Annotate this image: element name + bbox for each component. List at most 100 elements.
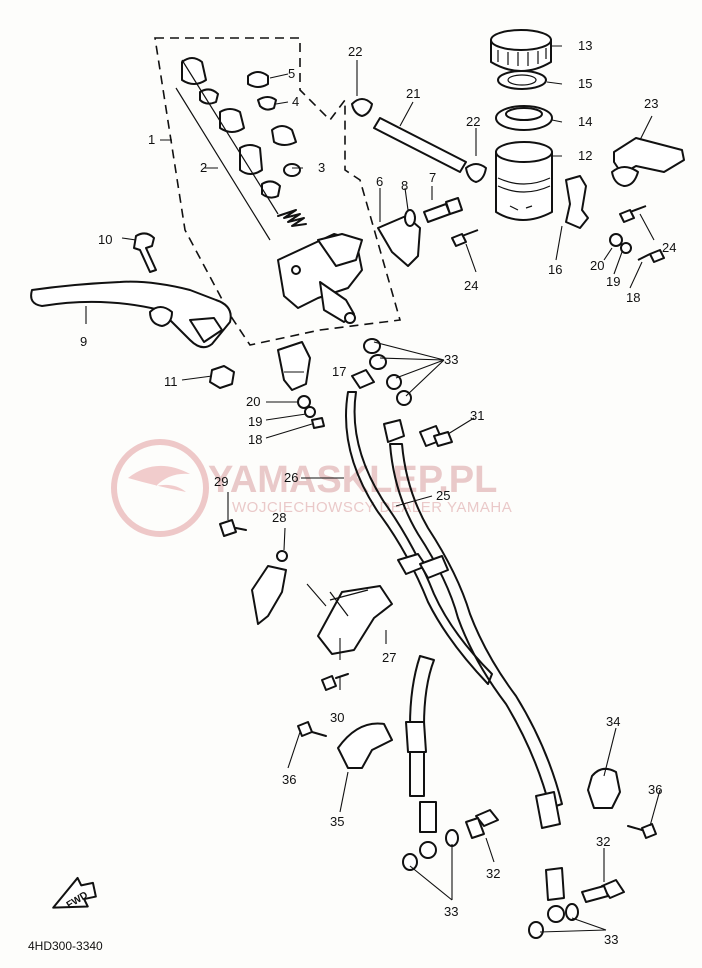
callout-36-right: 36 — [648, 782, 662, 797]
callout-5: 5 — [288, 66, 295, 81]
callout-2: 2 — [200, 160, 207, 175]
union-bolt-32-right — [581, 879, 625, 903]
pivot-nut — [209, 365, 235, 389]
bolt-36-right — [627, 823, 657, 839]
hose-holder-27 — [317, 585, 393, 655]
callout-33-top: 33 — [444, 352, 458, 367]
bracket-23 — [611, 137, 685, 187]
callout-15: 15 — [578, 76, 592, 91]
piston-kit — [175, 57, 307, 241]
washer-19-right — [620, 242, 632, 254]
hose-clip-lower — [465, 163, 487, 183]
fitting-kit — [271, 125, 301, 177]
callout-4: 4 — [292, 94, 299, 109]
bolt-29 — [219, 519, 247, 537]
watermark: YAMASKLEP.PL WOJCIECHOWSCY DEALER YAMAHA — [111, 439, 512, 537]
hose-holder-35 — [337, 722, 393, 769]
bracket-16 — [565, 175, 589, 229]
callout-31: 31 — [470, 408, 484, 423]
diagram-code: 4HD300-3340 — [28, 939, 103, 953]
washers-33-lower-left — [402, 829, 459, 871]
brake-hose-26 — [345, 369, 493, 859]
callout-16: 16 — [548, 262, 562, 277]
reservoir-hose — [373, 117, 467, 173]
callout-8: 8 — [401, 178, 408, 193]
callout-18-left: 18 — [248, 432, 262, 447]
washers-33-lower-right — [528, 903, 579, 939]
callout-32-left: 32 — [486, 866, 500, 881]
washers-33-top — [363, 338, 412, 406]
reservoir-plate — [497, 70, 547, 90]
callout-35: 35 — [330, 814, 344, 829]
callout-36-left: 36 — [282, 772, 296, 787]
callout-6: 6 — [376, 174, 383, 189]
callout-23: 23 — [644, 96, 658, 111]
callout-10: 10 — [98, 232, 112, 247]
callout-33-lower-left: 33 — [444, 904, 458, 919]
bolt-36-left — [297, 721, 327, 737]
reservoir-cap — [490, 29, 552, 72]
screw-18-left — [311, 417, 325, 429]
callout-34: 34 — [606, 714, 620, 729]
watermark-title: YAMASKLEP.PL — [208, 459, 497, 501]
callout-14: 14 — [578, 114, 592, 129]
holder-bolt — [423, 197, 463, 223]
callout-22-upper: 22 — [348, 44, 362, 59]
screw-24-right — [619, 205, 647, 223]
holder-washer — [404, 209, 416, 227]
reservoir-tank — [495, 141, 553, 221]
callout-12: 12 — [578, 148, 592, 163]
callout-19-right: 19 — [606, 274, 620, 289]
circlip-4 — [257, 96, 277, 111]
callout-9: 9 — [80, 334, 87, 349]
callout-21: 21 — [406, 86, 420, 101]
reservoir-diaphragm — [495, 105, 553, 131]
callout-20-right: 20 — [590, 258, 604, 273]
callout-18-right: 18 — [626, 290, 640, 305]
callout-30: 30 — [330, 710, 344, 725]
leader-lines — [85, 45, 661, 933]
hose-holder-34 — [587, 767, 621, 809]
screw-24-left — [451, 229, 479, 247]
callout-11: 11 — [164, 374, 178, 389]
callout-1: 1 — [148, 132, 155, 147]
callout-28: 28 — [272, 510, 286, 525]
callout-13: 13 — [578, 38, 592, 53]
washer-20-right — [609, 233, 623, 247]
callout-27: 27 — [382, 650, 396, 665]
hose-holder-28 — [251, 550, 288, 625]
assembly-boundary — [154, 37, 402, 346]
callout-3: 3 — [318, 160, 325, 175]
callout-24-left: 24 — [464, 278, 478, 293]
boot-5 — [247, 71, 269, 88]
watermark-logo-ring — [111, 439, 209, 537]
callout-32-right: 32 — [596, 834, 610, 849]
washer-20-left — [297, 395, 311, 409]
callout-labels: 1 2 3 4 5 6 7 8 9 10 11 12 13 14 15 16 1… — [80, 38, 676, 947]
hose-clip-upper — [351, 98, 373, 117]
callout-20-left: 20 — [246, 394, 260, 409]
watermark-logo-mark — [128, 465, 190, 492]
brake-hose-25 — [383, 419, 565, 923]
callout-26: 26 — [284, 470, 298, 485]
callout-24-right: 24 — [662, 240, 676, 255]
watermark-subtitle: WOJCIECHOWSCY DEALER YAMAHA — [232, 499, 512, 516]
callout-22-lower: 22 — [466, 114, 480, 129]
brake-lever — [30, 280, 232, 349]
callout-25: 25 — [436, 488, 450, 503]
master-cylinder-body — [277, 233, 363, 324]
screw-18-right — [637, 249, 665, 263]
bolt-30 — [321, 673, 349, 691]
callout-19-left: 19 — [248, 414, 262, 429]
callout-17: 17 — [332, 364, 346, 379]
union-bolt-32-left — [465, 809, 499, 839]
washer-19-left — [304, 406, 316, 418]
bracket-17 — [277, 341, 311, 391]
union-bolt-31 — [419, 425, 453, 447]
forward-arrow: FWD — [52, 876, 97, 911]
callout-7: 7 — [429, 170, 436, 185]
pivot-bolt — [133, 232, 157, 273]
callout-29: 29 — [214, 474, 228, 489]
